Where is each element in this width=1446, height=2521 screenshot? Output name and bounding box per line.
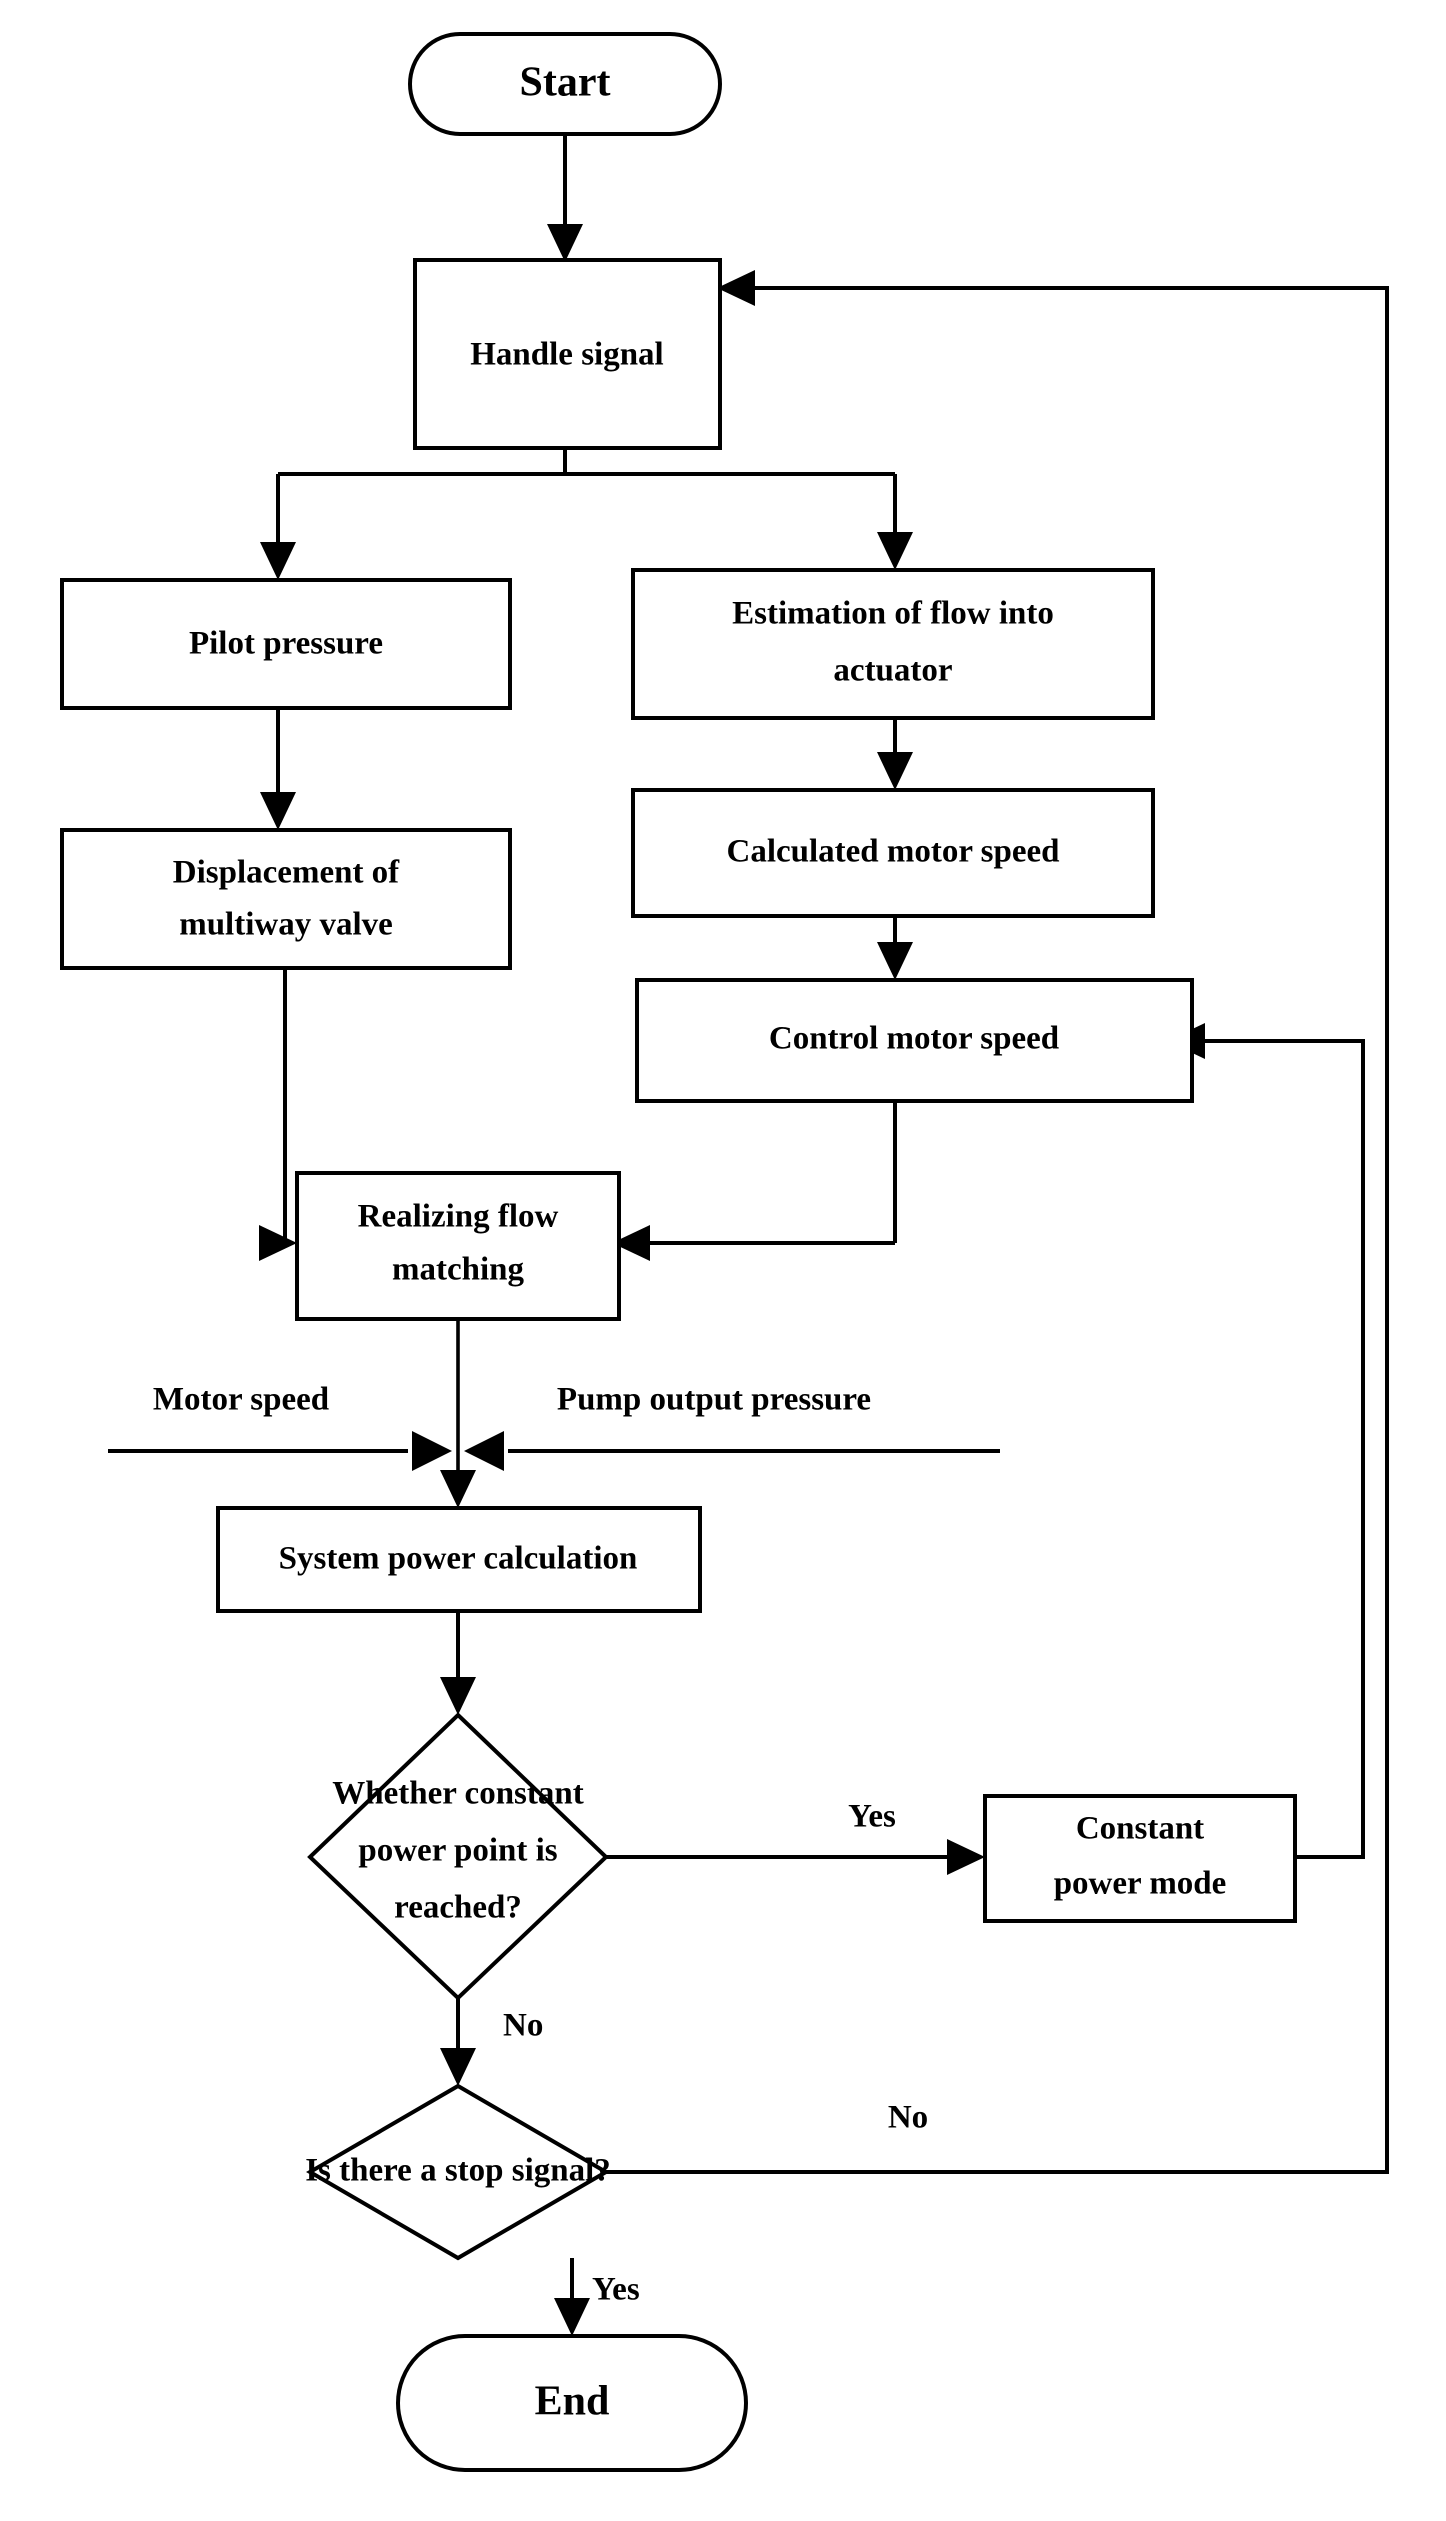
edge-label-decision2-yes: Yes: [592, 2272, 640, 2308]
node-decision1-label-line1: Whether constant: [332, 1776, 583, 1812]
node-system-power-label: System power calculation: [279, 1541, 638, 1577]
node-decision1-label-line2: power point is: [358, 1833, 557, 1869]
edge-decision2-yes-to-end: [554, 2258, 590, 2336]
node-decision2-label: Is there a stop signal?: [305, 2153, 611, 2189]
edge-motor-speed-input: [108, 1431, 452, 1471]
node-constant-mode-label-line1: Constant: [1076, 1811, 1204, 1847]
sensor-label-pump-output-pressure: Pump output pressure: [557, 1382, 871, 1418]
edge-split-to-pilot-pressure: [260, 474, 296, 580]
node-handle-signal-label: Handle signal: [470, 337, 663, 373]
node-displacement-shape[interactable]: [60, 828, 512, 970]
node-decision1-shape[interactable]: [307, 1712, 609, 2001]
node-calculated-speed-shape[interactable]: [631, 788, 1155, 918]
edge-label-decision1-no: No: [503, 2008, 543, 2044]
node-shapes: [60, 32, 1297, 2472]
sensor-input-labels: Motor speed Pump output pressure: [153, 1382, 871, 1418]
node-realizing-label-line1: Realizing flow: [358, 1199, 559, 1235]
edge-pump-pressure-input: [464, 1431, 1000, 1471]
node-start-label: Start: [520, 60, 611, 106]
edge-label-decision2-no: No: [888, 2100, 928, 2136]
edge-estimation-to-calculated: [877, 718, 913, 790]
node-decision1-label-line3: reached?: [394, 1890, 522, 1926]
node-estimation-label-line2: actuator: [833, 653, 952, 689]
node-estimation-label-line1: Estimation of flow into: [732, 596, 1054, 632]
edge-realizing-to-system-power: [440, 1318, 476, 1508]
node-constant-mode-label-line2: power mode: [1054, 1866, 1227, 1902]
node-estimation-shape[interactable]: [631, 568, 1155, 720]
edge-handle-signal-split: [278, 447, 895, 476]
node-system-power-shape[interactable]: [216, 1506, 702, 1613]
node-displacement-label-line2: multiway valve: [179, 907, 393, 943]
edge-split-to-estimation: [877, 474, 913, 570]
node-start-shape[interactable]: [408, 32, 722, 136]
node-realizing-shape[interactable]: [295, 1171, 621, 1321]
edge-decision1-yes-to-constant-mode: [606, 1839, 985, 1875]
edge-calculated-to-control: [877, 915, 913, 980]
edge-control-to-realizing: [612, 1100, 897, 1261]
edge-displacement-to-realizing: [259, 967, 297, 1261]
edge-decision1-no-to-decision2: [440, 1998, 476, 2086]
node-decision2-shape[interactable]: [306, 2083, 610, 2261]
node-pilot-pressure-label: Pilot pressure: [189, 626, 383, 662]
edge-constant-mode-feedback-to-control: [1167, 1023, 1365, 1859]
node-pilot-pressure-shape[interactable]: [60, 578, 512, 710]
edge-pilot-to-displacement: [260, 707, 296, 830]
node-end-shape[interactable]: [396, 2334, 748, 2472]
node-end-label: End: [535, 2379, 610, 2425]
edge-labels: Yes No No Yes: [503, 1799, 928, 2308]
node-realizing-label-line2: matching: [392, 1252, 525, 1288]
node-handle-signal-shape[interactable]: [413, 258, 722, 450]
edge-label-decision1-yes: Yes: [848, 1799, 896, 1835]
connectors: [108, 132, 1389, 2336]
sensor-label-motor-speed: Motor speed: [153, 1382, 329, 1418]
node-displacement-label-line1: Displacement of: [173, 855, 400, 891]
node-constant-mode-shape[interactable]: [983, 1794, 1297, 1923]
edge-system-power-to-decision1: [440, 1610, 476, 1715]
node-control-speed-shape[interactable]: [635, 978, 1194, 1103]
edge-decision2-no-feedback-to-handle-signal: [606, 270, 1389, 2174]
node-calculated-speed-label: Calculated motor speed: [726, 834, 1059, 870]
edge-start-to-handle-signal: [547, 132, 583, 262]
node-control-speed-label: Control motor speed: [769, 1021, 1059, 1057]
node-labels: Start Handle signal Pilot pressure Displ…: [173, 60, 1227, 2425]
